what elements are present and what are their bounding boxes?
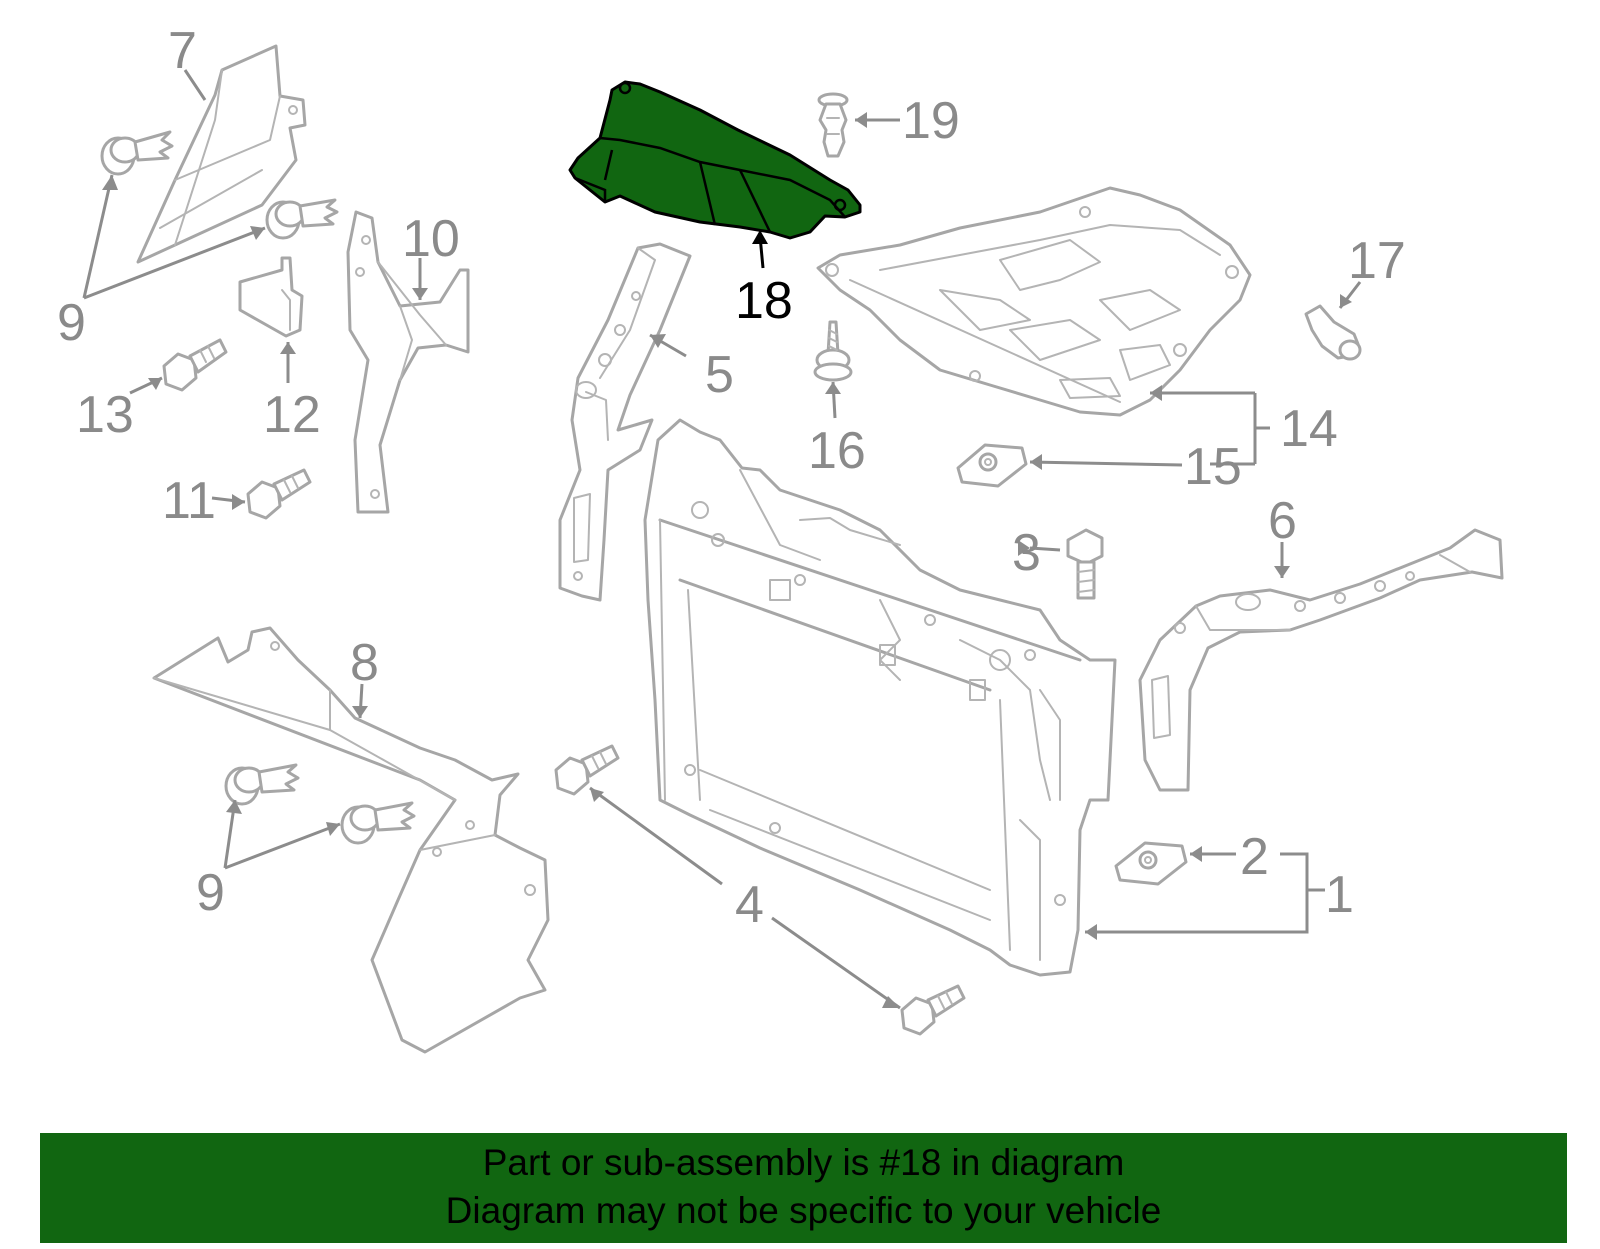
clip-19 [817, 92, 849, 158]
part-12-bracket [238, 256, 304, 338]
callout-9-upper: 9 [57, 294, 86, 352]
callout-17: 17 [1348, 232, 1406, 290]
screw-16 [813, 320, 853, 382]
part-1-radiator-support [643, 418, 1117, 977]
clip-15 [956, 443, 1028, 488]
callout-14: 14 [1280, 400, 1338, 458]
fastener-9-lower-a [224, 763, 300, 806]
callout-9-lower: 9 [196, 864, 225, 922]
fastener-9-upper-a [100, 130, 174, 176]
callout-1: 1 [1325, 866, 1354, 924]
clip-17 [1304, 304, 1362, 361]
callout-12: 12 [263, 386, 321, 444]
callout-10: 10 [402, 210, 460, 268]
part-7-deflector [136, 44, 307, 264]
callout-13: 13 [76, 386, 134, 444]
fastener-9-upper-b [265, 198, 339, 240]
callout-19: 19 [902, 92, 960, 150]
callout-7: 7 [168, 22, 197, 80]
bolt-3 [1066, 528, 1104, 600]
part-14-undercover [816, 186, 1252, 417]
callout-6: 6 [1268, 492, 1297, 550]
callout-4: 4 [735, 876, 764, 934]
clip-2 [1114, 841, 1188, 886]
bolt-11 [246, 468, 312, 520]
callout-8: 8 [350, 634, 379, 692]
banner-line-disclaimer: Diagram may not be specific to your vehi… [445, 1190, 1162, 1231]
banner-line-part-number: Part or sub-assembly is #18 in diagram [482, 1142, 1125, 1183]
part-8-deflector [152, 626, 550, 1054]
leader-lines [82, 69, 1362, 1010]
info-banner: Part or sub-assembly is #18 in diagram D… [40, 1133, 1567, 1243]
callout-3: 3 [1012, 524, 1041, 582]
fastener-9-lower-b [340, 801, 416, 845]
callout-2: 2 [1240, 828, 1269, 886]
callout-18-highlighted: 18 [735, 272, 793, 330]
callout-16: 16 [808, 422, 866, 480]
bolt-4-upper [554, 744, 620, 796]
part-18-air-guide-highlighted [568, 80, 862, 240]
part-10-bracket [346, 210, 470, 514]
callout-15: 15 [1184, 438, 1242, 496]
callout-5: 5 [705, 346, 734, 404]
part-6-bracket [1138, 528, 1504, 792]
callout-11: 11 [162, 472, 216, 530]
bolt-13 [162, 338, 228, 392]
callout-labels: 7 9 10 12 13 11 5 8 9 4 16 14 15 17 19 3… [57, 22, 1406, 934]
part-5-bracket [558, 242, 692, 602]
bolt-4-lower [900, 984, 966, 1036]
